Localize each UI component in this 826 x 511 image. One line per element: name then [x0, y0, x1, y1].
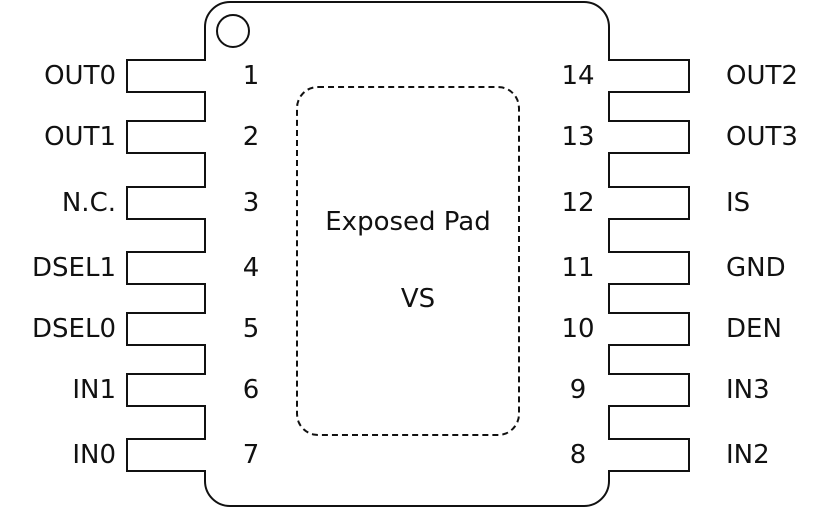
pin-5-number: 5 [242, 314, 260, 344]
pin-2-lead [126, 120, 206, 154]
pin-5-name: DSEL0 [32, 314, 116, 344]
pin-10-lead [608, 312, 690, 346]
exposed-pad-net-label: VS [400, 284, 436, 314]
pin-6-lead [126, 373, 206, 407]
pin-14-name: OUT2 [726, 61, 798, 91]
pin-5-lead [126, 312, 206, 346]
pin-8-number: 8 [569, 440, 587, 470]
pin-14-lead [608, 59, 690, 93]
pin-4-number: 4 [242, 253, 260, 283]
pin-14-number: 14 [561, 61, 595, 91]
pin-9-lead [608, 373, 690, 407]
pin-1-lead [126, 59, 206, 93]
pin-11-number: 11 [561, 253, 595, 283]
pin-7-number: 7 [242, 440, 260, 470]
pin-3-lead [126, 186, 206, 220]
pin-6-name: IN1 [72, 375, 116, 405]
pin-4-lead [126, 251, 206, 285]
chip-package-outline [204, 1, 610, 507]
pin-8-lead [608, 438, 690, 472]
pin-12-name: IS [726, 188, 751, 218]
pin-7-lead [126, 438, 206, 472]
pin-1-number: 1 [242, 61, 260, 91]
pin-3-number: 3 [242, 188, 260, 218]
pin-9-number: 9 [569, 375, 587, 405]
pin-1-name: OUT0 [44, 61, 116, 91]
pin-13-number: 13 [561, 122, 595, 152]
pin-8-name: IN2 [726, 440, 770, 470]
pin-11-name: GND [726, 253, 786, 283]
pin-12-lead [608, 186, 690, 220]
pin-9-name: IN3 [726, 375, 770, 405]
pin-2-number: 2 [242, 122, 260, 152]
pin-10-number: 10 [561, 314, 595, 344]
exposed-pad-outline [296, 86, 520, 436]
pin-7-name: IN0 [72, 440, 116, 470]
pin-10-name: DEN [726, 314, 782, 344]
pin-11-lead [608, 251, 690, 285]
exposed-pad-label: Exposed Pad [325, 207, 491, 237]
pin-13-name: OUT3 [726, 122, 798, 152]
pin-2-name: OUT1 [44, 122, 116, 152]
pin-13-lead [608, 120, 690, 154]
pin-4-name: DSEL1 [32, 253, 116, 283]
pin-6-number: 6 [242, 375, 260, 405]
pin-12-number: 12 [561, 188, 595, 218]
pin1-marker-circle [216, 14, 250, 48]
pin-3-name: N.C. [61, 188, 116, 218]
